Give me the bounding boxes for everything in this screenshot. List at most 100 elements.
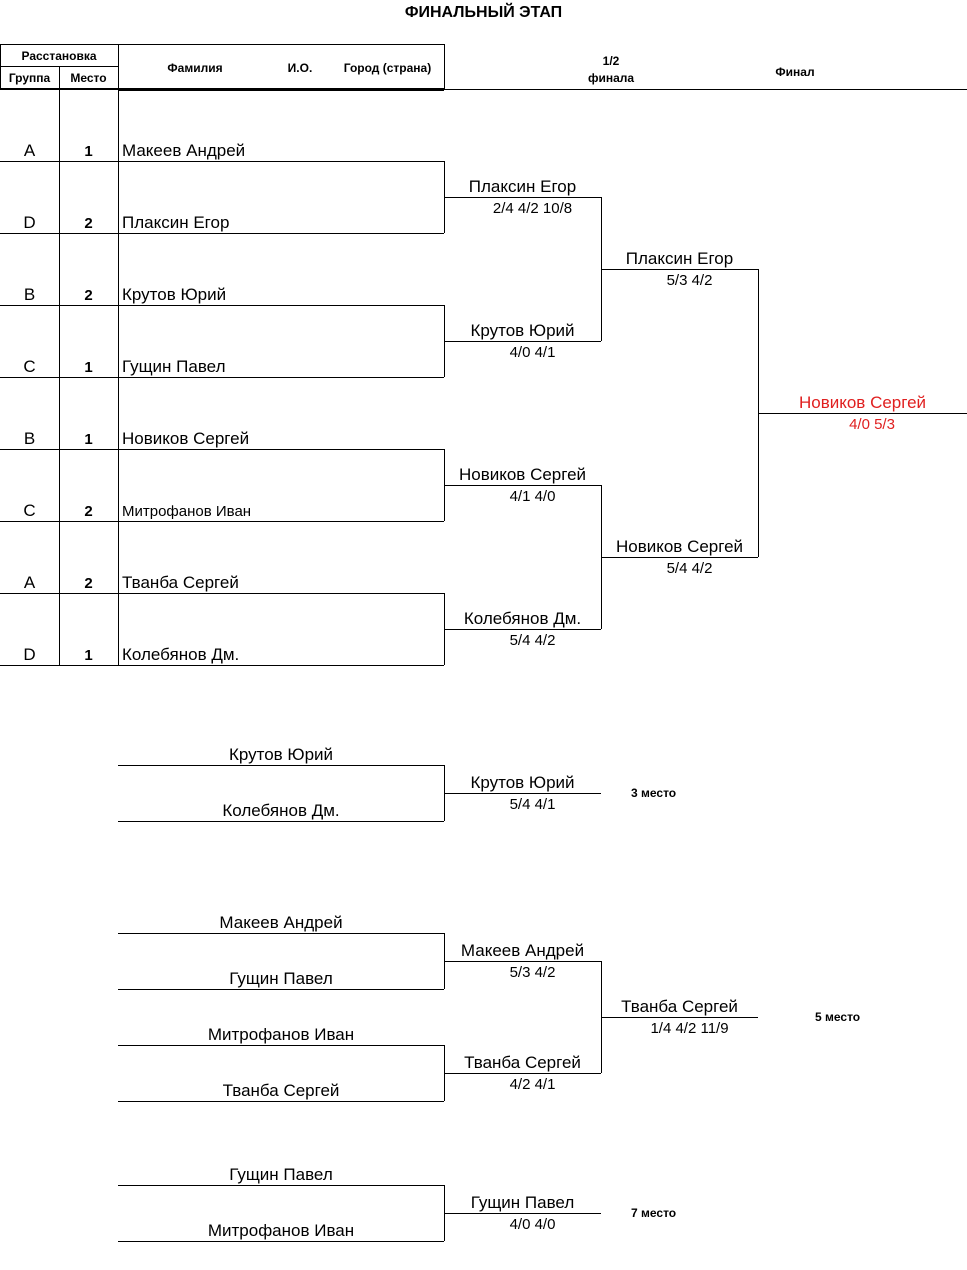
seed-row-line xyxy=(0,593,444,594)
sf-winner: Плаксин Егор xyxy=(625,249,734,268)
seed-group: A xyxy=(23,141,36,160)
fifth-score: 1/4 4/2 11/9 xyxy=(650,1020,729,1037)
fifth-player-line xyxy=(118,1045,444,1046)
seventh-winner-line xyxy=(444,1213,601,1214)
seventh-score: 4/0 4/0 xyxy=(509,1216,556,1233)
seed-name: Митрофанов Иван xyxy=(122,503,252,520)
third-player-line xyxy=(118,821,444,822)
seed-group: C xyxy=(23,501,36,520)
seed-group: B xyxy=(23,285,36,304)
qf-winner: Новиков Сергей xyxy=(458,465,587,484)
seed-row-line xyxy=(0,377,444,378)
seed-row-line xyxy=(0,449,444,450)
fifth-winner: Тванба Сергей xyxy=(621,997,738,1016)
seed-row-line xyxy=(0,161,444,162)
header-rasstanovka: Расстановка xyxy=(21,49,97,63)
header-bottom-rule xyxy=(0,88,444,90)
qf-score: 5/4 4/2 xyxy=(509,632,556,649)
qf-winner-line xyxy=(444,341,601,342)
fifth-semi-line xyxy=(444,961,601,962)
fifth-semi-winner: Макеев Андрей xyxy=(460,941,585,960)
seed-group: D xyxy=(23,645,36,664)
fifth-semi-score: 5/3 4/2 xyxy=(509,964,556,981)
third-player: Колебянов Дм. xyxy=(222,801,340,820)
header-final: Финал xyxy=(775,65,815,79)
seed-name: Макеев Андрей xyxy=(122,141,246,160)
qf-winner: Крутов Юрий xyxy=(470,321,575,340)
seed-name: Колебянов Дм. xyxy=(122,645,240,664)
seed-place: 2 xyxy=(84,215,93,232)
third-player-line xyxy=(118,765,444,766)
seed-row-line xyxy=(0,233,444,234)
seed-place: 1 xyxy=(84,359,93,376)
seventh-player: Гущин Павел xyxy=(229,1165,333,1184)
qf-score: 4/0 4/1 xyxy=(509,344,556,361)
seed-place: 1 xyxy=(84,143,93,160)
fifth-player-line xyxy=(118,1101,444,1102)
fifth-semi-score: 4/2 4/1 xyxy=(509,1076,556,1093)
seed-name: Новиков Сергей xyxy=(122,429,250,448)
header-semifinal-1: 1/2 xyxy=(602,54,620,68)
fifth-player-line xyxy=(118,989,444,990)
qf-winner-line xyxy=(444,197,601,198)
third-winner: Крутов Юрий xyxy=(470,773,575,792)
fifth-winner-line xyxy=(601,1017,758,1018)
header-top-rule xyxy=(0,44,444,45)
seed-place: 2 xyxy=(84,575,93,592)
seventh-winner: Гущин Павел xyxy=(470,1193,575,1212)
header-gorod: Город (страна) xyxy=(343,61,432,75)
seventh-player-line xyxy=(118,1241,444,1242)
qf-winner: Плаксин Егор xyxy=(468,177,577,196)
header-io: И.О. xyxy=(287,61,313,75)
header-familiya: Фамилия xyxy=(167,61,223,75)
page-title: ФИНАЛЬНЫЙ ЭТАП xyxy=(404,4,563,21)
header-bottom-rule-2 xyxy=(118,90,444,91)
seed-row-line xyxy=(0,521,444,522)
final-winner-line xyxy=(758,413,967,414)
seventh-player-line xyxy=(118,1185,444,1186)
header-gruppa: Группа xyxy=(8,71,51,85)
fifth-player: Гущин Павел xyxy=(229,969,333,988)
header-mesto: Место xyxy=(70,71,107,85)
header-right-rule xyxy=(444,89,967,90)
sf-score: 5/4 4/2 xyxy=(666,560,713,577)
seed-name: Тванба Сергей xyxy=(122,573,239,592)
final-score: 4/0 5/3 xyxy=(849,416,895,433)
seed-place: 2 xyxy=(84,287,93,304)
seed-place: 2 xyxy=(84,503,93,520)
third-player: Крутов Юрий xyxy=(228,745,334,764)
header-semifinal-2: финала xyxy=(587,71,635,85)
third-winner-line xyxy=(444,793,601,794)
seed-group: A xyxy=(23,573,36,592)
third-place-label: 3 место xyxy=(631,786,677,800)
seed-group: D xyxy=(23,213,36,232)
seventh-player: Митрофанов Иван xyxy=(207,1221,355,1240)
sf-winner-line xyxy=(601,557,758,558)
qf-winner: Колебянов Дм. xyxy=(463,609,582,628)
fifth-player: Митрофанов Иван xyxy=(207,1025,355,1044)
seed-name: Гущин Павел xyxy=(122,357,226,376)
third-score: 5/4 4/1 xyxy=(509,796,556,813)
fifth-place-label: 5 место xyxy=(815,1010,861,1024)
seventh-place-label: 7 место xyxy=(631,1206,677,1220)
header-left-border xyxy=(0,44,1,90)
sf-score: 5/3 4/2 xyxy=(666,272,713,289)
qf-winner-line xyxy=(444,629,601,630)
seed-group: B xyxy=(23,429,36,448)
champion: Новиков Сергей xyxy=(798,393,927,412)
fifth-semi-winner: Тванба Сергей xyxy=(464,1053,581,1072)
seed-group: C xyxy=(23,357,36,376)
sf-winner: Новиков Сергей xyxy=(615,537,744,556)
fifth-player: Макеев Андрей xyxy=(219,913,343,932)
seed-place: 1 xyxy=(84,431,93,448)
seed-name: Крутов Юрий xyxy=(122,285,227,304)
seed-name: Плаксин Егор xyxy=(122,213,230,232)
seed-row-line xyxy=(0,305,444,306)
sf-winner-line xyxy=(601,269,758,270)
header-right-border xyxy=(444,44,445,90)
qf-score: 4/1 4/0 xyxy=(509,488,556,505)
header-col-divider-2 xyxy=(118,44,119,90)
qf-score: 2/4 4/2 10/8 xyxy=(492,200,573,217)
fifth-player-line xyxy=(118,933,444,934)
fifth-player: Тванба Сергей xyxy=(222,1081,340,1100)
